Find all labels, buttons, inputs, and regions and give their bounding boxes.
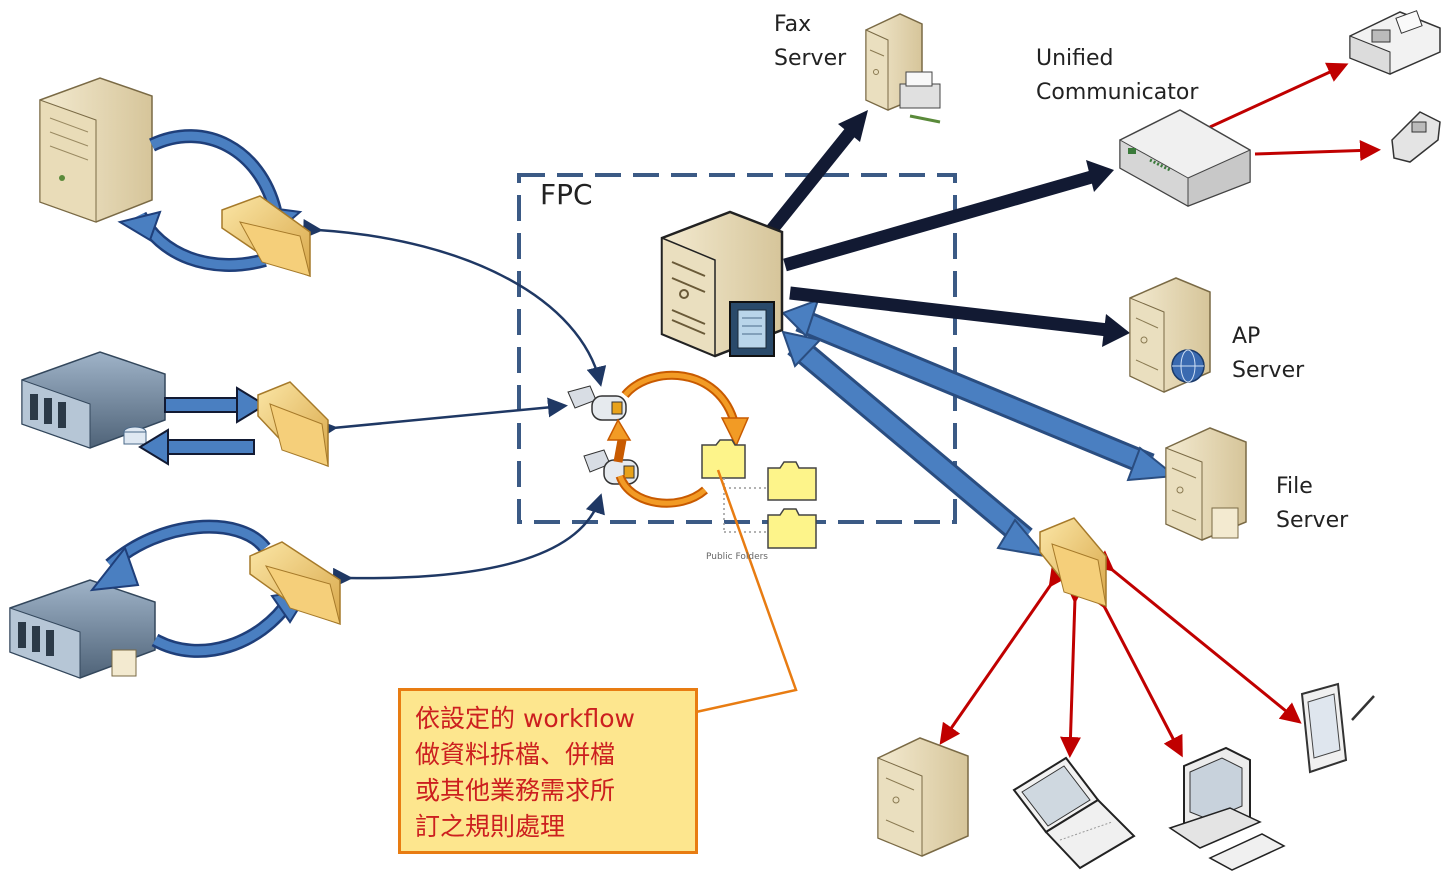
arrow-to-ap-server [789, 286, 1130, 347]
laptop-icon [1012, 756, 1136, 870]
workflow-note: 依設定的 workflow 做資料拆檔、併檔 或其他業務需求所 訂之規則處理 [398, 688, 698, 854]
orange-arrowhead-icon [606, 418, 632, 441]
rack-server-icon [21, 351, 166, 449]
phone-icon [1391, 111, 1441, 163]
note-line: 做資料拆檔、併檔 [415, 740, 616, 769]
workstation-icon [1168, 746, 1286, 871]
link-top-folder [302, 219, 607, 387]
ap-server-icon [1129, 277, 1211, 393]
link-to-fax-machine [1209, 62, 1349, 129]
folder-icon [249, 541, 341, 626]
cycle-arrowhead-icon [89, 545, 140, 592]
fpc-server-icon [660, 210, 784, 358]
file-server-icon [1165, 427, 1247, 541]
fax-machine-icon [1349, 10, 1441, 75]
orange-arrowhead-icon [720, 417, 750, 448]
tower-server-icon [39, 77, 153, 223]
callout-line [695, 469, 798, 714]
public-folders-label: Public Folders [706, 552, 768, 562]
arrow-to-fax-server [764, 110, 868, 237]
fax-server-icon [865, 13, 941, 124]
communicator-device-icon [1119, 109, 1251, 207]
link-to-desktop-server [939, 564, 1070, 745]
link-to-tablet [1091, 550, 1302, 724]
link-to-workstation [1086, 585, 1183, 758]
note-line: 依設定的 workflow [415, 704, 635, 733]
blue-flow-to-shared-folder [781, 330, 1048, 558]
note-line: 訂之規則處理 [415, 812, 566, 841]
data-flow-arrows-icon [138, 386, 267, 466]
rack-server-icon [9, 579, 156, 679]
link-to-phone [1254, 140, 1381, 161]
link-bottom-folder [332, 493, 605, 588]
blue-flow-to-file-server [781, 298, 1178, 482]
desktop-server-icon [877, 737, 969, 857]
folder-icon [221, 195, 311, 278]
link-to-laptop [1059, 582, 1086, 758]
shared-folder-icon [1039, 517, 1107, 608]
public-folders-icon [701, 439, 817, 549]
cycle-arrowhead-icon [117, 210, 162, 242]
arrow-to-unified-communicator [783, 160, 1114, 272]
folder-icon [257, 381, 329, 468]
connector-icon [567, 385, 627, 421]
link-middle-folder [317, 397, 568, 440]
connector-icon [583, 449, 639, 485]
note-line: 或其他業務需求所 [415, 776, 616, 805]
tablet-icon [1300, 682, 1375, 774]
fpc-label: FPC [540, 178, 593, 211]
